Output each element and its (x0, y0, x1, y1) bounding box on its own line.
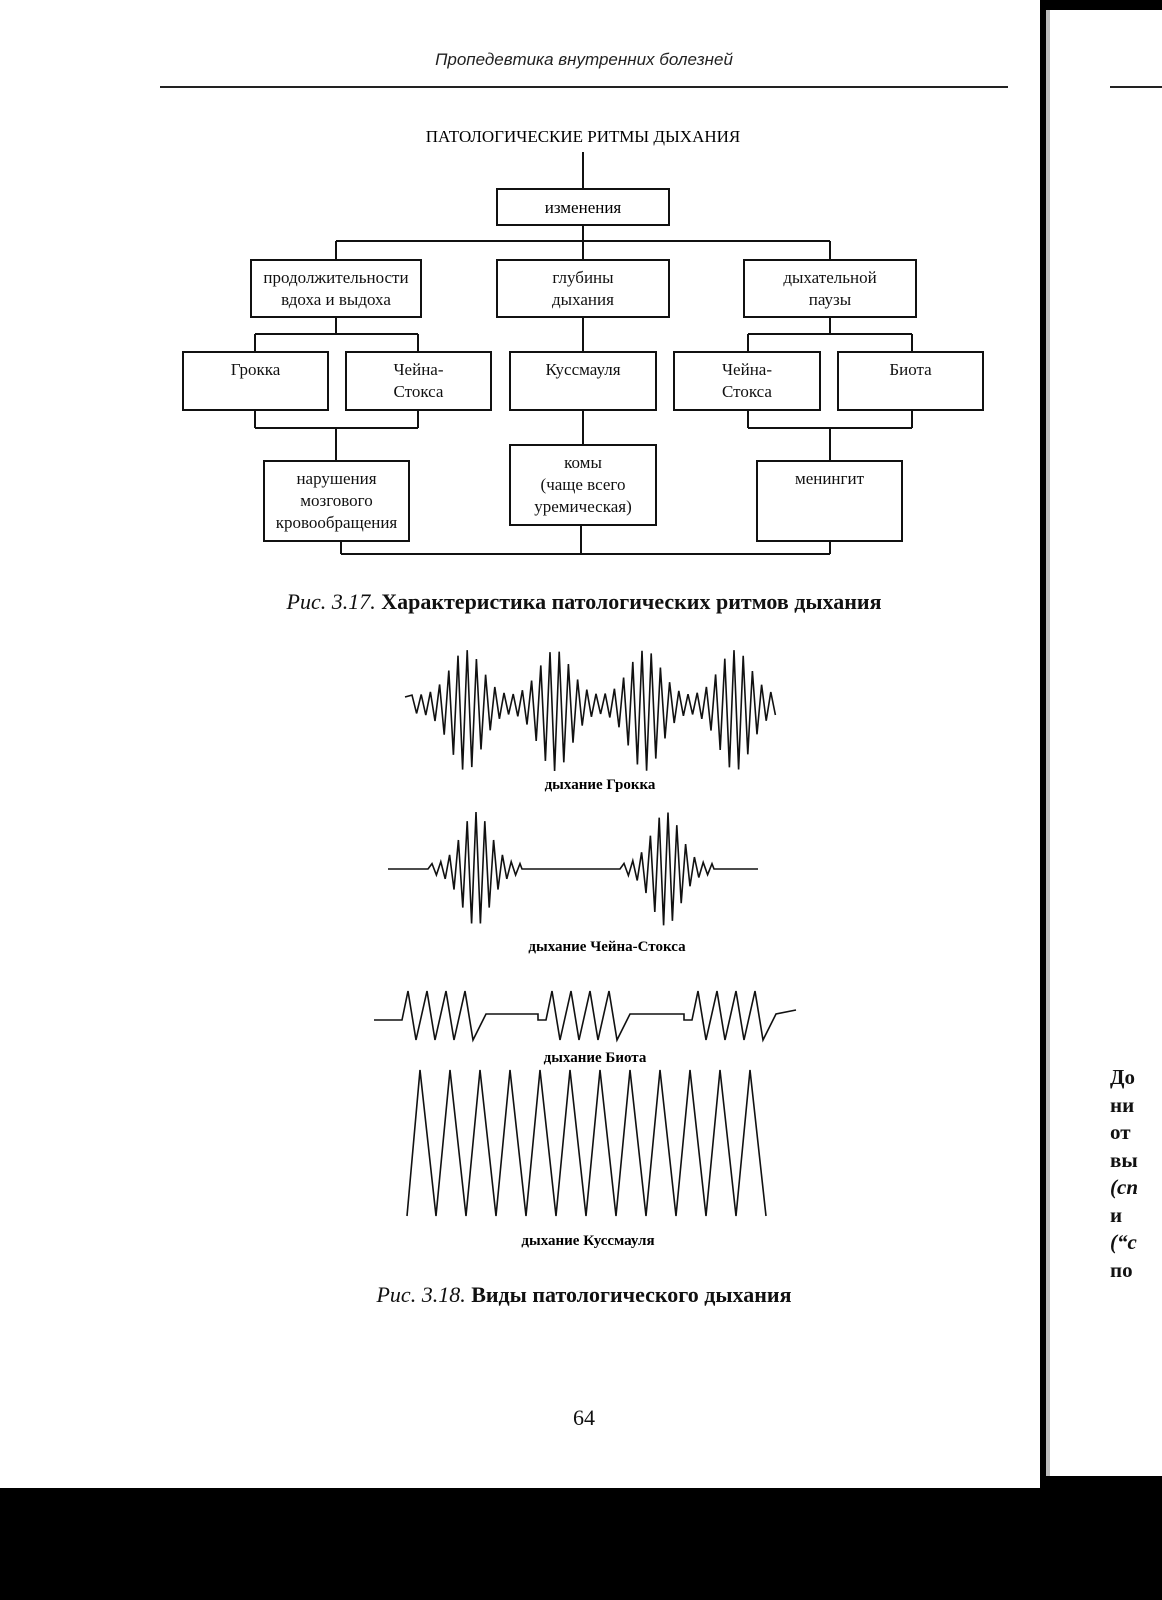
neighbor-line: ни (1110, 1092, 1135, 1117)
cheyne-stokes-waveform (388, 811, 758, 926)
figure-3-17-title: Характеристика патологических ритмов дых… (381, 589, 882, 614)
figure-3-17-number: Рис. 3.17. (286, 589, 376, 614)
box-cause-3: менингит (756, 460, 903, 542)
running-head: Пропедевтика внутренних болезней (435, 50, 733, 69)
neighbor-line: от (1110, 1120, 1131, 1144)
box-category-3-text: дыхательной (783, 268, 876, 287)
box-category-1-text: продолжительности (263, 268, 408, 287)
box-cause-1: нарушения мозгового кровообращения (263, 460, 410, 542)
box-category-1: продолжительности вдоха и выдоха (250, 259, 422, 318)
box-type-4-frame (673, 351, 821, 411)
box-root: изменения (496, 188, 670, 226)
box-cause-3-frame (756, 460, 903, 542)
box-root-frame (496, 188, 670, 226)
diagram-boxes: изменения продолжительности вдоха и выдоха… (182, 188, 984, 542)
box-type-5-frame (837, 351, 984, 411)
neighbor-line: (“с (1110, 1230, 1137, 1254)
box-type-3: Куссмауля (509, 351, 657, 411)
waveform-label-biot: дыхание Биота (544, 1050, 647, 1066)
waveform-label-grokk: дыхание Грокка (545, 777, 656, 793)
box-category-3-frame (743, 259, 917, 318)
box-category-1-text: вдоха и выдоха (281, 290, 391, 309)
box-cause-1-text: кровообращения (276, 513, 398, 532)
neighbor-line: по (1110, 1257, 1133, 1282)
box-type-2-text: Стокса (394, 382, 444, 401)
figure-3-18-number: Рис. 3.18. (376, 1282, 466, 1307)
box-cause-1-text: нарушения (296, 469, 376, 488)
page-number: 64 (573, 1405, 595, 1430)
figure-3-18-title: Виды патологического дыхания (471, 1282, 792, 1307)
box-category-1-frame (250, 259, 422, 318)
box-type-4-text: Стокса (722, 382, 772, 401)
box-category-2-text: дыхания (552, 290, 614, 309)
box-type-1-text: Грокка (231, 360, 281, 379)
box-type-1: Грокка (182, 351, 329, 411)
box-cause-2-frame (509, 444, 657, 526)
scan-bottom-band (0, 1488, 1162, 1600)
box-type-1-frame (182, 351, 329, 411)
box-cause-1-text: мозгового (300, 491, 372, 510)
neighbor-line: (сп (1110, 1175, 1138, 1199)
figure-3-17-caption: Рис. 3.17. Характеристика патологических… (160, 589, 1008, 615)
neighbor-page (1046, 10, 1162, 1476)
box-type-2-text: Чейна- (394, 360, 444, 379)
box-cause-1-frame (263, 460, 410, 542)
box-category-3-text: паузы (809, 290, 852, 309)
box-type-5: Биота (837, 351, 984, 411)
neighbor-line: До (1110, 1065, 1135, 1089)
header-rule (160, 86, 1008, 88)
box-type-4-text: Чейна- (722, 360, 772, 379)
box-cause-2: комы (чаще всего уремическая) (509, 444, 657, 526)
box-category-2-frame (496, 259, 670, 318)
box-category-2: глубины дыхания (496, 259, 670, 318)
kussmaul-waveform (406, 1069, 767, 1217)
breathing-rhythms-diagram: ПАТОЛОГИЧЕСКИЕ РИТМЫ ДЫХАНИЯ (182, 127, 984, 555)
biot-waveform (374, 990, 797, 1043)
box-cause-2-text: уремическая) (534, 497, 632, 516)
box-category-2-text: глубины (552, 268, 614, 287)
waveform-label-kussmaul: дыхание Куссмауля (521, 1233, 654, 1249)
neighbor-header-rule (1110, 86, 1162, 88)
neighbor-page-text: До ни от вы (сп и (“с по (1110, 1064, 1162, 1284)
box-cause-3-text: менингит (795, 469, 865, 488)
box-type-3-frame (509, 351, 657, 411)
box-type-2-frame (345, 351, 492, 411)
waveform-label-cheyne-stokes: дыхание Чейна-Стокса (528, 939, 686, 955)
neighbor-line: вы (1110, 1147, 1138, 1172)
diagram-title: ПАТОЛОГИЧЕСКИЕ РИТМЫ ДЫХАНИЯ (426, 127, 741, 146)
box-type-4: Чейна- Стокса (673, 351, 821, 411)
box-category-3: дыхательной паузы (743, 259, 917, 318)
box-type-5-text: Биота (889, 360, 932, 379)
neighbor-line: и (1110, 1202, 1123, 1227)
box-cause-2-text: комы (564, 453, 602, 472)
box-type-3-text: Куссмауля (545, 360, 620, 379)
diagram-connectors (254, 152, 913, 555)
box-cause-2-text: (чаще всего (541, 475, 626, 494)
box-type-2: Чейна- Стокса (345, 351, 492, 411)
figure-3-18-caption: Рис. 3.18. Виды патологического дыхания (160, 1282, 1008, 1308)
page-gutter-shadow (1046, 10, 1050, 1476)
grokk-waveform (404, 650, 777, 772)
box-root-text: изменения (545, 198, 622, 217)
